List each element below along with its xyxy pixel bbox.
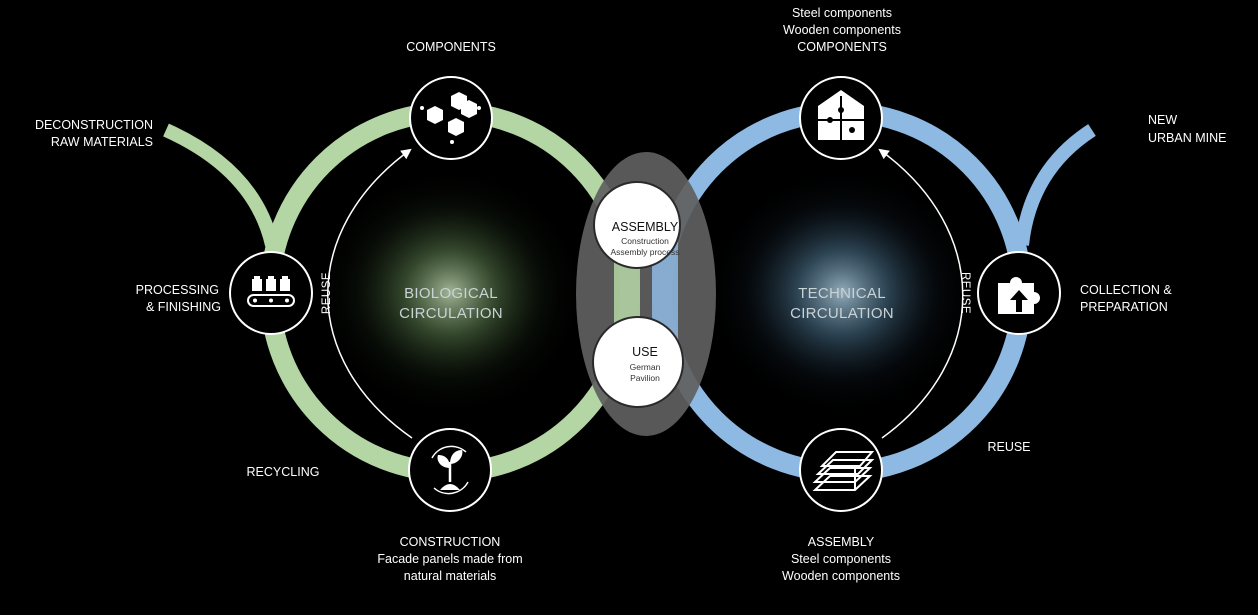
lumber-stack-icon [812, 451, 875, 491]
technical-glow [707, 167, 977, 417]
construction-label-2: Facade panels made from [377, 552, 522, 566]
construction-label-3: natural materials [404, 569, 496, 583]
tech-reuse-arrow [878, 148, 964, 439]
components-tech-label-2: Wooden components [783, 23, 901, 37]
bio-reuse-label: REUSE [321, 272, 333, 314]
use-title: USE [632, 345, 658, 359]
use-node: USE German Pavilion [592, 316, 684, 408]
processing-label-2: & FINISHING [146, 300, 221, 314]
conveyor-belt-icon [247, 276, 295, 307]
recycling-label: RECYCLING [247, 465, 320, 479]
tail-bio-label-2: RAW MATERIALS [51, 135, 153, 149]
biological-glow [315, 167, 585, 417]
construction-label-1: CONSTRUCTION [400, 535, 501, 549]
components-tech-label-1: Steel components [792, 6, 892, 20]
assembly-sub-2: Assembly process [611, 247, 680, 257]
hexagon-cluster-icon [420, 92, 481, 144]
use-sub-2: Pavilion [630, 373, 660, 383]
tech-reuse-label: REUSE [959, 272, 971, 314]
assembly-tech-label-2: Steel components [791, 552, 891, 566]
node-construction [408, 428, 492, 512]
puzzle-house-icon [818, 90, 864, 140]
collection-label-2: PREPARATION [1080, 300, 1168, 314]
bio-reuse-arrow [327, 148, 413, 439]
assembly-tech-label-1: ASSEMBLY [808, 535, 875, 549]
puzzle-piece-icon [998, 277, 1040, 314]
tech-center-label-2: CIRCULATION [790, 305, 894, 322]
tech-tail [1015, 124, 1096, 246]
processing-label-1: PROCESSING [136, 283, 219, 297]
tail-tech-label-1: NEW [1148, 113, 1177, 127]
assembly-tech-label-3: Wooden components [782, 569, 900, 583]
tech-center-label-1: TECHNICAL [798, 285, 886, 302]
use-sub-1: German [630, 362, 661, 372]
assembly-sub-1: Construction [621, 236, 669, 246]
node-components-bio [409, 76, 493, 160]
node-collection [977, 251, 1061, 335]
bio-tail [163, 123, 279, 247]
node-assembly-tech [799, 428, 883, 512]
node-components-tech [799, 76, 883, 160]
tail-tech-label-2: URBAN MINE [1148, 131, 1226, 145]
assembly-node: ASSEMBLY Construction Assembly process [593, 181, 681, 269]
assembly-title: ASSEMBLY [612, 220, 679, 234]
collection-label-1: COLLECTION & [1080, 283, 1172, 297]
components-tech-label-3: COMPONENTS [797, 40, 887, 54]
node-processing [229, 251, 313, 335]
bio-center-label-2: CIRCULATION [399, 305, 503, 322]
tail-bio-label-1: DECONSTRUCTION [35, 118, 153, 132]
components-bio-label: COMPONENTS [406, 40, 496, 54]
plant-recycle-icon [431, 445, 469, 495]
bio-center-label-1: BIOLOGICAL [404, 285, 498, 302]
tech-outer-reuse-label: REUSE [987, 440, 1030, 454]
